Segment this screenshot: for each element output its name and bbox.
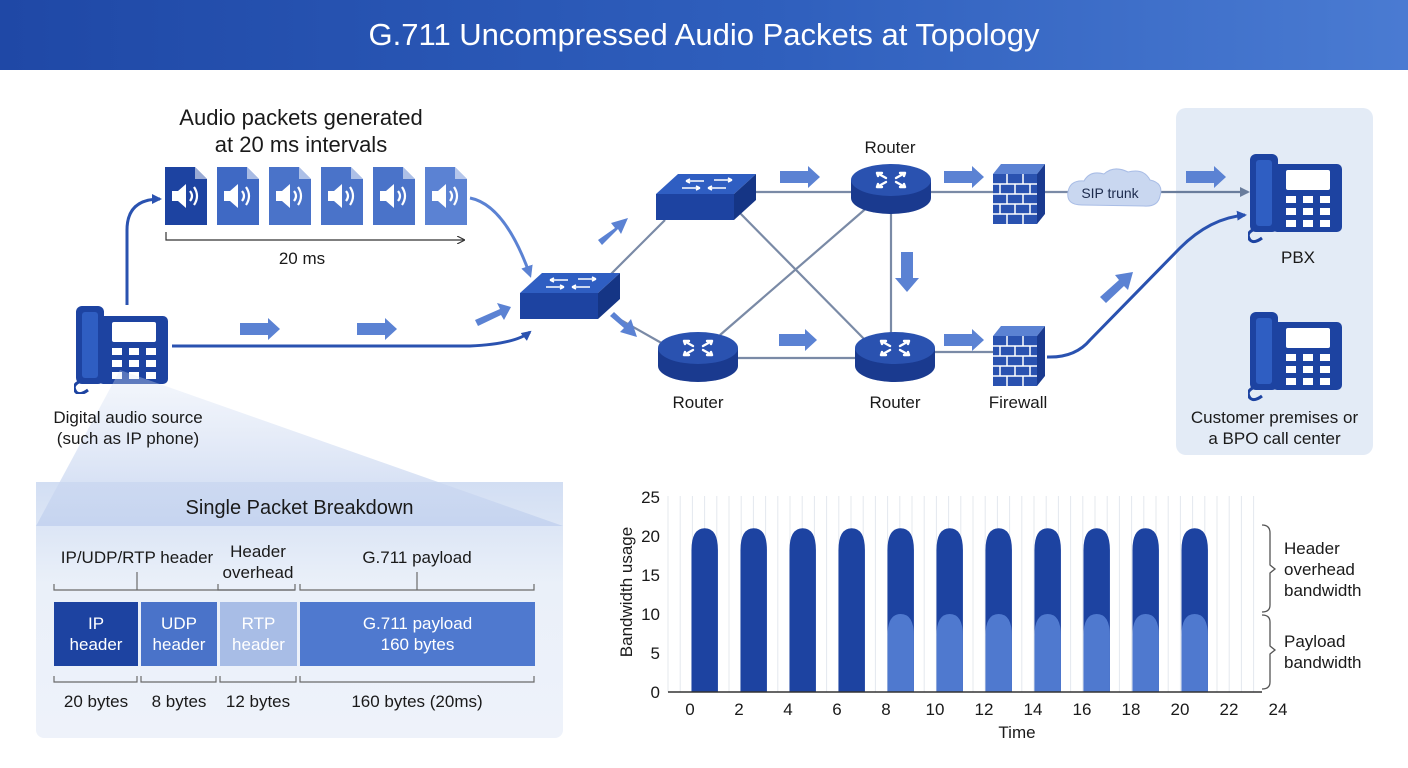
header-bandwidth-legend-line1: Header	[1284, 539, 1340, 558]
y-tick-label: 0	[651, 683, 660, 702]
router-icon	[658, 332, 738, 382]
header-bandwidth-legend-line2: overhead	[1284, 560, 1355, 579]
x-tick-label: 14	[1024, 700, 1043, 719]
udp-header-segment: UDP header	[141, 602, 217, 666]
packets-to-switch-line	[469, 196, 533, 278]
breakdown-brackets	[53, 572, 535, 683]
audio-packet-icon	[217, 167, 259, 225]
x-tick-label: 6	[832, 700, 841, 719]
source-label-line1: Digital audio source	[53, 408, 203, 427]
interval-bracket	[165, 232, 464, 240]
source-to-packets-line	[125, 194, 162, 305]
page-title: G.711 Uncompressed Audio Packets at Topo…	[368, 17, 1040, 52]
router-icon	[855, 332, 935, 382]
packets-heading-line1: Audio packets generated	[179, 105, 423, 130]
source-label-line2: (such as IP phone)	[56, 429, 200, 448]
x-tick-label: 4	[783, 700, 792, 719]
overhead-label-line1: Header	[230, 542, 286, 561]
payload-pulse	[1181, 614, 1208, 692]
header-overhead-pulse	[789, 528, 816, 692]
x-tick-label: 18	[1122, 700, 1141, 719]
interval-label: 20 ms	[278, 249, 326, 268]
header-bandwidth-legend-line3: bandwidth	[1284, 581, 1362, 600]
ip-header-segment: IP header	[54, 602, 138, 666]
flow-arrows	[240, 166, 1226, 351]
y-tick-label: 20	[641, 527, 660, 546]
audio-packet-icon	[165, 167, 207, 225]
audio-packet-icon	[425, 167, 467, 225]
x-tick-label: 20	[1171, 700, 1190, 719]
header-overhead-pulse	[740, 528, 767, 692]
payload-bandwidth-legend-line1: Payload	[1284, 632, 1345, 651]
y-axis-label: Bandwidth usage	[617, 527, 636, 657]
router-bottom-left-label: Router	[672, 393, 724, 412]
payload-size: 160 bytes (20ms)	[351, 692, 483, 711]
firewall-icon	[993, 326, 1045, 386]
sip-trunk-cloud	[1067, 168, 1162, 207]
payload-pulse	[936, 614, 963, 692]
firewall-to-pbx-line	[1046, 210, 1247, 359]
header-overhead-pulse	[691, 528, 718, 692]
customer-phone-icon	[1248, 310, 1344, 402]
x-tick-label: 22	[1220, 700, 1239, 719]
udp-header-size: 8 bytes	[151, 692, 207, 711]
firewall-label: Firewall	[988, 393, 1048, 412]
breakdown-title: Single Packet Breakdown	[185, 497, 414, 519]
router-bottom-right-label: Router	[869, 393, 921, 412]
audio-packet-icon	[321, 167, 363, 225]
x-axis-label: Time	[998, 723, 1035, 742]
payload-pulse	[887, 614, 914, 692]
legend-braces	[1261, 524, 1277, 690]
switch-icon	[520, 273, 620, 319]
header-overhead-pulse	[838, 528, 865, 692]
ip-header-size: 20 bytes	[63, 692, 129, 711]
payload-pulse	[985, 614, 1012, 692]
audio-packet-icon	[373, 167, 415, 225]
customer-label-line2: a BPO call center	[1208, 429, 1341, 448]
sip-trunk-label: SIP trunk	[1081, 185, 1139, 201]
pbx-phone-icon	[1248, 152, 1344, 244]
audio-packets	[165, 167, 467, 225]
source-to-switch-line	[172, 330, 532, 348]
customer-label-line1: Customer premises or	[1190, 408, 1359, 427]
payload-pulse	[1083, 614, 1110, 692]
firewall-icon	[993, 164, 1045, 224]
zoom-fan	[36, 370, 563, 526]
chart-pulses	[691, 528, 1208, 692]
title-banner	[0, 0, 1408, 70]
x-tick-label: 16	[1073, 700, 1092, 719]
x-tick-label: 10	[926, 700, 945, 719]
x-tick-label: 8	[881, 700, 890, 719]
payload-bandwidth-legend-line2: bandwidth	[1284, 653, 1362, 672]
switch-icon	[656, 174, 756, 220]
payload-pulse	[1132, 614, 1159, 692]
rtp-header-size: 12 bytes	[225, 692, 291, 711]
headers-label: IP/UDP/RTP header	[60, 548, 214, 567]
audio-packet-icon	[269, 167, 311, 225]
pbx-label: PBX	[1280, 248, 1316, 267]
y-tick-label: 10	[641, 605, 660, 624]
y-tick-label: 25	[641, 488, 660, 507]
x-tick-label: 12	[975, 700, 994, 719]
x-tick-label: 24	[1269, 700, 1288, 719]
payload-top-label: G.711 payload	[362, 548, 472, 567]
payload-pulse	[1034, 614, 1061, 692]
payload-segment: G.711 payload 160 bytes	[300, 602, 535, 666]
x-tick-label: 0	[685, 700, 694, 719]
router-icon	[851, 164, 931, 214]
rtp-header-segment: RTP header	[220, 602, 297, 666]
y-tick-label: 5	[651, 644, 660, 663]
overhead-label-line2: overhead	[222, 563, 294, 582]
router-top-label: Router	[864, 138, 916, 157]
packets-heading-line2: at 20 ms intervals	[214, 132, 388, 157]
y-tick-label: 15	[641, 566, 660, 585]
y-tick-labels: 0 5 10 15 20 25	[641, 488, 660, 702]
x-tick-label: 2	[734, 700, 743, 719]
